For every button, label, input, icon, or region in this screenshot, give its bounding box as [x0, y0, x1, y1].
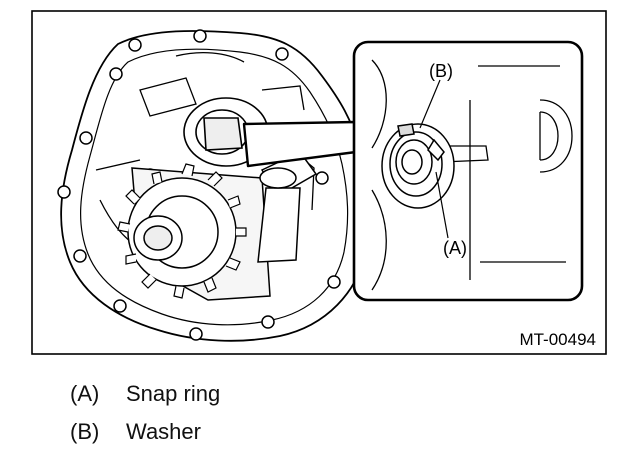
legend-key: (A) [70, 381, 100, 406]
transmission-diagram: (B) (A) MT-00494 [31, 10, 607, 355]
callout-b: (B) [429, 61, 453, 81]
drive-gear [117, 163, 271, 301]
inset-detail [352, 40, 584, 302]
parts-legend: (A) Snap ring (B) Washer [70, 381, 390, 457]
transmission-case [60, 30, 370, 342]
legend-item-a: (A) Snap ring [70, 381, 390, 419]
legend-key: (B) [70, 419, 100, 444]
legend-text: Washer [126, 419, 201, 444]
legend-text: Snap ring [126, 381, 221, 406]
legend-item-b: (B) Washer [70, 419, 390, 457]
callout-a: (A) [443, 238, 467, 258]
figure-id: MT-00494 [519, 330, 596, 349]
